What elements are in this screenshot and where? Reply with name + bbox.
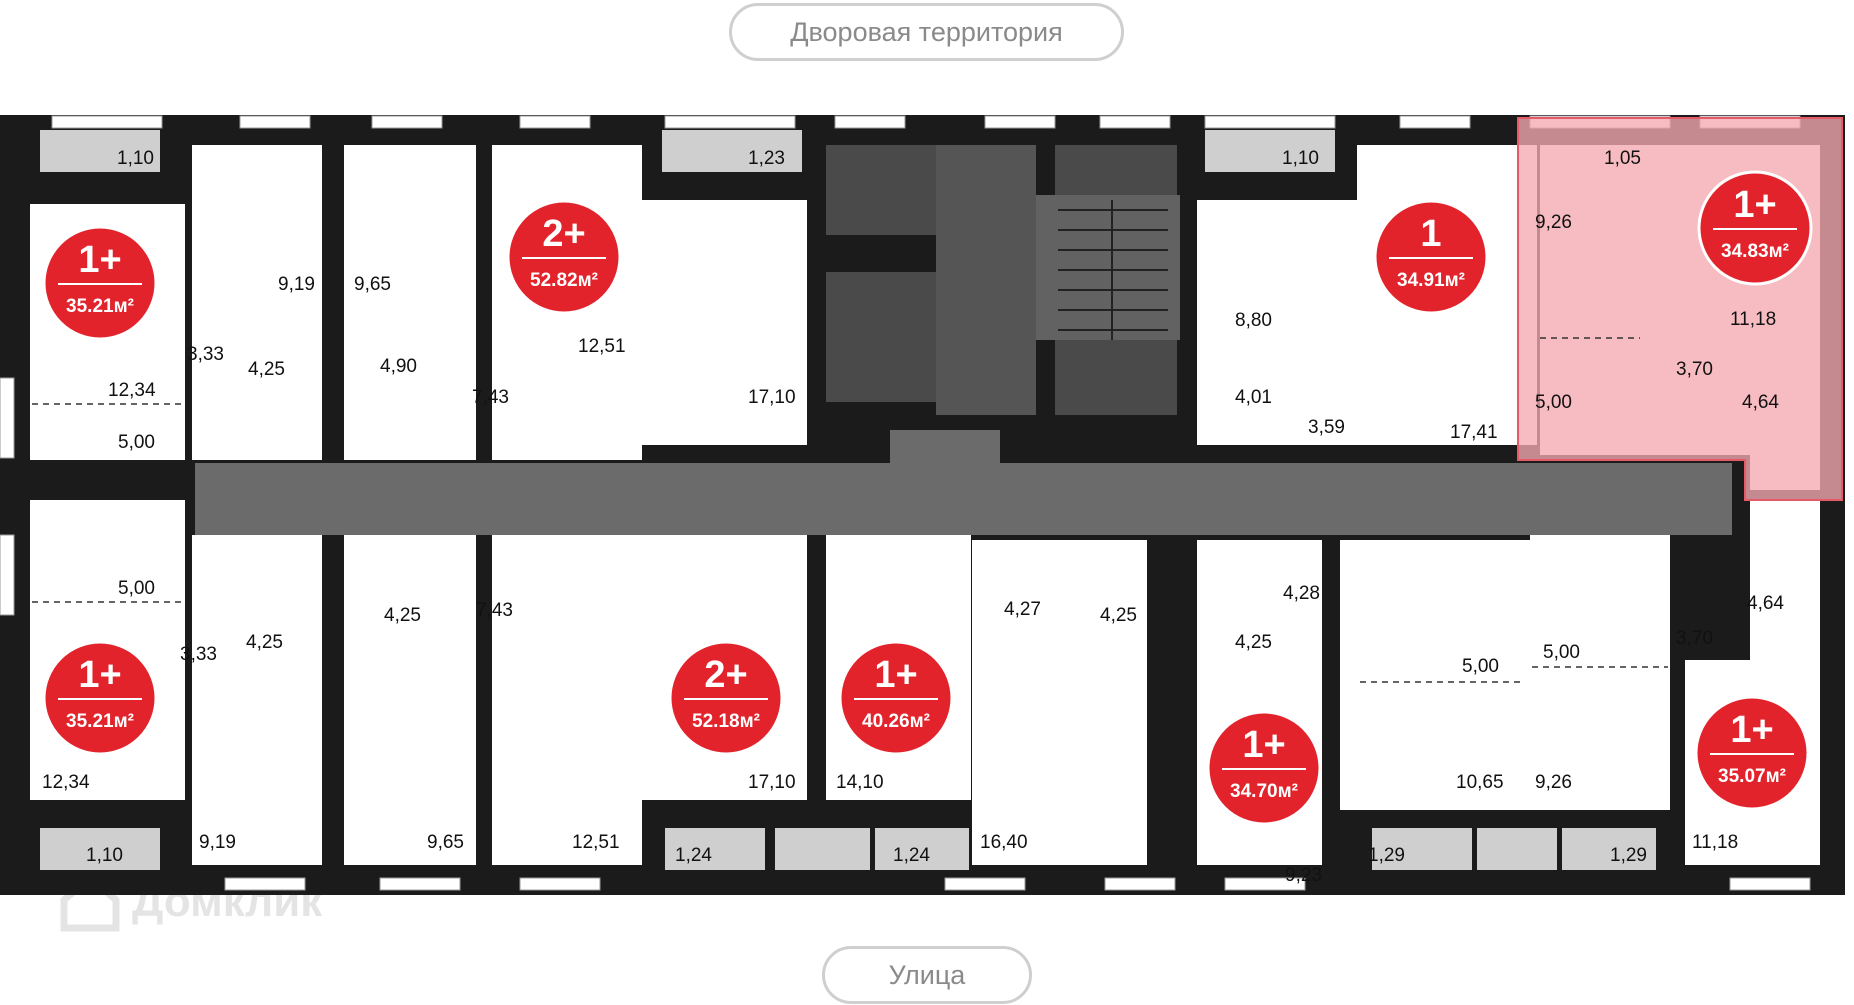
area-label: 9,19 (199, 832, 236, 853)
area-label: 4,25 (1235, 632, 1272, 653)
area-label: 4,25 (248, 359, 285, 380)
svg-text:35.07м²: 35.07м² (1718, 766, 1786, 787)
room-area-labels: 1,10 1,23 1,10 1,05 9,19 9,65 9,26 3,33 … (42, 148, 1784, 886)
area-label: 17,10 (748, 772, 796, 793)
svg-text:35.21м²: 35.21м² (66, 296, 134, 317)
svg-text:1+: 1+ (1242, 724, 1285, 766)
zone-separators (32, 337, 1668, 683)
area-label: 9,26 (1535, 212, 1572, 233)
area-label: 5,00 (1535, 392, 1572, 413)
svg-text:52.82м²: 52.82м² (530, 270, 598, 291)
area-label: 5,00 (118, 578, 155, 599)
svg-text:1: 1 (1420, 213, 1441, 255)
area-label: 3,59 (1308, 417, 1345, 438)
street-label: Улица (822, 946, 1032, 1004)
apartment-badges: 1+ 35.21м² 2+ 52.82м² 1 34.91м² 1+ 34.83… (42, 170, 1813, 826)
area-label: 3,33 (187, 344, 224, 365)
area-label: 14,10 (836, 772, 884, 793)
svg-text:1+: 1+ (1733, 184, 1776, 226)
apartment-badge[interactable]: 1+ 34.70м² (1206, 710, 1322, 826)
area-label: 4,64 (1747, 593, 1784, 614)
apartment-badge[interactable]: 2+ 52.82м² (506, 199, 622, 315)
svg-text:34.91м²: 34.91м² (1397, 270, 1465, 291)
area-label: 1,23 (748, 148, 785, 169)
area-label: 9,23 (1285, 865, 1322, 886)
windows (0, 115, 1811, 891)
area-label: 4,28 (1283, 583, 1320, 604)
corridor (195, 430, 1732, 535)
area-label: 11,18 (1692, 832, 1738, 853)
courtyard-label: Дворовая территория (729, 3, 1124, 61)
svg-text:52.18м²: 52.18м² (692, 711, 760, 732)
area-label: 10,65 (1456, 772, 1504, 793)
apartment-badge[interactable]: 1+ 35.21м² (42, 225, 158, 341)
svg-text:1+: 1+ (874, 654, 917, 696)
area-label: 1,24 (675, 845, 712, 866)
area-label: 4,25 (246, 632, 283, 653)
area-label: 9,26 (1535, 772, 1572, 793)
area-label: 1,10 (86, 845, 123, 866)
area-label: 1,10 (1282, 148, 1319, 169)
area-label: 1,05 (1604, 148, 1641, 169)
area-label: 4,90 (380, 356, 417, 377)
area-label: 9,65 (427, 832, 464, 853)
area-label: 5,00 (1462, 656, 1499, 677)
svg-text:2+: 2+ (542, 213, 585, 255)
svg-text:34.70м²: 34.70м² (1230, 781, 1298, 802)
area-label: 3,70 (1676, 359, 1713, 380)
svg-text:1+: 1+ (1730, 709, 1773, 751)
area-label: 4,64 (1742, 392, 1779, 413)
svg-text:1+: 1+ (78, 239, 121, 281)
area-label: 4,27 (1004, 599, 1041, 620)
area-label: 17,41 (1450, 422, 1498, 443)
area-label: 12,51 (578, 336, 626, 357)
area-label: 5,00 (1543, 642, 1580, 663)
svg-text:2+: 2+ (704, 654, 747, 696)
area-label: 1,24 (893, 845, 930, 866)
area-label: 12,34 (108, 380, 156, 401)
area-label: 1,10 (117, 148, 154, 169)
svg-text:40.26м²: 40.26м² (862, 711, 930, 732)
area-label: 9,65 (354, 274, 391, 295)
balconies (40, 130, 1656, 870)
apartment-badge[interactable]: 1 34.91м² (1373, 199, 1489, 315)
apartment-badge[interactable]: 1+ 40.26м² (838, 640, 954, 756)
area-label: 4,01 (1235, 387, 1272, 408)
area-label: 3,70 (1676, 628, 1713, 649)
area-label: 7,43 (472, 387, 509, 408)
apartment-badge[interactable]: 1+ 35.21м² (42, 640, 158, 756)
svg-text:34.83м²: 34.83м² (1721, 241, 1789, 262)
area-label: 5,00 (118, 432, 155, 453)
svg-text:1+: 1+ (78, 654, 121, 696)
area-label: 8,80 (1235, 310, 1272, 331)
area-label: 16,40 (980, 832, 1028, 853)
area-label: 7,43 (476, 600, 513, 621)
building-core (826, 145, 1180, 415)
area-label: 4,25 (1100, 605, 1137, 626)
area-label: 17,10 (748, 387, 796, 408)
area-label: 4,25 (384, 605, 421, 626)
apartment-badge[interactable]: 2+ 52.18м² (668, 640, 784, 756)
svg-text:35.21м²: 35.21м² (66, 711, 134, 732)
area-label: 9,19 (278, 274, 315, 295)
area-label: 11,18 (1730, 309, 1776, 330)
highlighted-apartment (1517, 117, 1843, 501)
area-label: 1,29 (1610, 845, 1647, 866)
area-label: 1,29 (1368, 845, 1405, 866)
apartment-badge[interactable]: 1+ 35.07м² (1694, 695, 1810, 811)
area-label: 12,34 (42, 772, 90, 793)
apartment-badge-selected[interactable]: 1+ 34.83м² (1697, 170, 1813, 286)
area-label: 12,51 (572, 832, 620, 853)
area-label: 3,33 (180, 644, 217, 665)
